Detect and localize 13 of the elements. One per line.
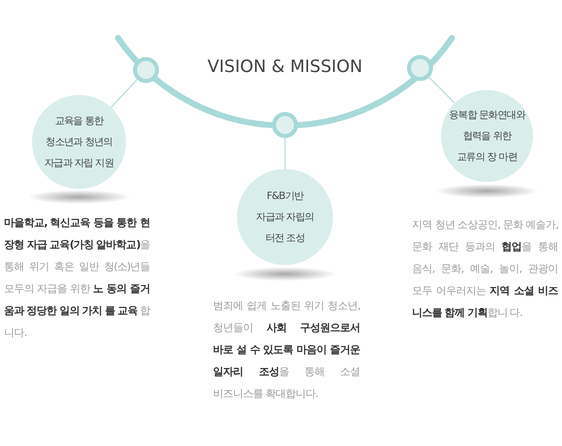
leader-line bbox=[284, 138, 286, 169]
description-text: 범죄에 쉽게 노출된 위기 청소년, 청년들이 사회 구성원으로서 바로 설 수 있도록 마음이 즐거운 일자리 조성을 통해 소셜 비즈니스를 확대합니다. bbox=[213, 299, 360, 402]
ring-marker bbox=[407, 55, 433, 81]
ring-marker bbox=[272, 112, 298, 138]
description-text: 지역 청년 소상공인, 문화 예술가, 문화 재단 등과의 협업을 통해 음식, 문화, 예술, 놀이, 관광이 모두 어우러지는 지역 소셜 비즈 니스를 함께 기획합니 다. bbox=[412, 218, 558, 321]
title: VISION & MISSION bbox=[208, 57, 362, 77]
ring-marker bbox=[133, 57, 159, 83]
leader-line bbox=[110, 79, 138, 108]
leader-line bbox=[428, 76, 456, 104]
goal-text: 교육을 통한 청소년과 청년의 자급과 자립 지원 bbox=[43, 114, 115, 170]
goal-text: 융복합 문화연대와 협력을 위한 교류의 장 마련 bbox=[448, 108, 526, 164]
goal-text: F&B기반 자급과 자립의 터전 조성 bbox=[255, 190, 315, 246]
description-text: 마을학교, 혁신교육 등을 통한 현장형 자급 교육(가칭 알바학교)을 통해 위기 혹은 일반 청(소)년들 모두의 자급을 위한 노 동의 즐거움과 정당한 일의 가치 를 교육 합니다. bbox=[4, 216, 150, 341]
